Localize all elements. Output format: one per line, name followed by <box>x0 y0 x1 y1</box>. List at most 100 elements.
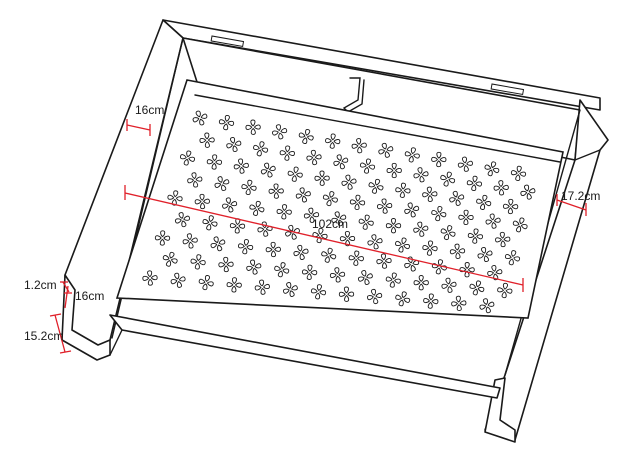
label-depth: 17.2cm <box>561 189 600 203</box>
perforation-hole <box>466 175 482 191</box>
perforation-hole <box>210 236 226 252</box>
perforation-hole <box>457 156 473 172</box>
perforation-hole <box>246 259 262 275</box>
perforation-hole <box>272 124 288 140</box>
perforation-hole <box>333 154 349 170</box>
perforation-hole <box>458 209 474 226</box>
perforation-hole <box>253 141 269 157</box>
perforation-hole <box>303 207 320 223</box>
back-rail-slot-right <box>490 83 525 96</box>
perforation-hole <box>287 166 303 182</box>
perforation-hole <box>422 186 438 202</box>
front-base <box>109 314 501 399</box>
perforation-hole <box>367 288 383 305</box>
perforation-hole <box>268 183 284 199</box>
back-bracket <box>342 77 365 113</box>
perforation-hole <box>378 142 394 158</box>
dim-side-thickness: 16cm <box>126 103 164 136</box>
perforation-hole <box>322 191 338 207</box>
perforation-hole <box>497 282 513 299</box>
perforation-hole <box>451 295 467 312</box>
perforation-hole <box>206 154 223 170</box>
perforation-hole <box>467 228 483 244</box>
perforation-hole <box>512 217 528 233</box>
perforation-hole <box>385 272 401 288</box>
perforation-hole <box>367 234 383 250</box>
perforation-hole <box>385 218 402 234</box>
perforation-hole <box>484 161 500 177</box>
perforation-hole <box>502 198 519 215</box>
perforation-hole <box>198 275 214 291</box>
perforation-hole <box>202 215 218 231</box>
dim-leg-height: 15.2cm <box>24 313 72 354</box>
perforation-hole <box>431 151 447 168</box>
perforation-hole <box>295 187 311 203</box>
perforation-hole <box>298 129 314 144</box>
perforation-hole <box>179 150 196 166</box>
perforation-hole <box>357 270 373 285</box>
perforation-hole <box>431 206 447 222</box>
perforation-hole <box>351 138 367 154</box>
perforation-hole <box>459 262 475 278</box>
perforation-hole <box>249 200 265 216</box>
label-front-height: 16cm <box>75 289 104 303</box>
dim-length: 102cm <box>124 185 524 292</box>
perforation-hole <box>214 176 230 192</box>
perforation-hole <box>314 170 330 186</box>
perforation-hole <box>182 233 198 249</box>
dim-lip: 1.2cm <box>24 278 72 294</box>
perforation-hole <box>485 213 501 229</box>
perforation-hole <box>194 193 210 210</box>
perforation-hole <box>312 227 328 244</box>
perforation-hole <box>469 280 485 296</box>
perforation-hole <box>233 158 249 174</box>
perforation-hole <box>310 284 327 300</box>
perforation-hole <box>493 180 509 196</box>
label-length: 102cm <box>312 217 348 231</box>
panel-outline <box>115 79 564 319</box>
perforation-hole <box>404 202 420 218</box>
perforation-hole <box>293 244 309 260</box>
perforation-hole <box>187 172 203 188</box>
perforation-hole <box>441 277 457 293</box>
perforation-hole <box>348 250 364 266</box>
perforation-hole <box>520 184 536 200</box>
perforation-hole <box>504 250 521 266</box>
perforation-hole <box>162 251 178 267</box>
perforation-hole <box>321 247 337 263</box>
perforation-hole <box>341 174 357 190</box>
perforation-hole <box>440 225 456 241</box>
perforation-hole <box>413 167 429 183</box>
perforation-hole <box>404 147 420 163</box>
perforation-holes <box>142 110 536 314</box>
perforation-hole <box>325 133 341 149</box>
perforation-hole <box>495 231 511 248</box>
perforation-hole <box>413 221 429 237</box>
perforation-hole <box>423 293 439 309</box>
dim-depth: 17.2cm <box>556 189 600 216</box>
perforation-hole <box>276 204 292 220</box>
perforation-hole <box>331 211 347 227</box>
dimension-lines: 16cm 102cm 17.2cm 1.2cm 16cm <box>24 103 600 354</box>
perforation-hole <box>376 198 393 214</box>
perforation-hole <box>265 241 281 258</box>
label-lip: 1.2cm <box>24 278 57 292</box>
perforation-hole <box>218 256 234 273</box>
perforation-hole <box>167 190 183 206</box>
perforation-hole <box>487 265 503 281</box>
dim-front-height: 16cm <box>64 285 104 309</box>
back-rail-slot-left <box>210 35 245 48</box>
label-leg-height: 15.2cm <box>24 329 63 343</box>
perforation-hole <box>449 243 466 259</box>
perforation-hole <box>477 247 493 262</box>
perforation-hole <box>306 149 322 166</box>
perforation-hole <box>142 270 158 286</box>
perforation-hole <box>222 197 238 213</box>
perforation-hole <box>476 194 492 210</box>
perforation-hole <box>170 272 186 288</box>
perforation-hole <box>395 182 411 198</box>
perforation-hole <box>301 264 318 280</box>
perforation-hole <box>449 190 465 206</box>
perforation-hole <box>479 298 495 314</box>
